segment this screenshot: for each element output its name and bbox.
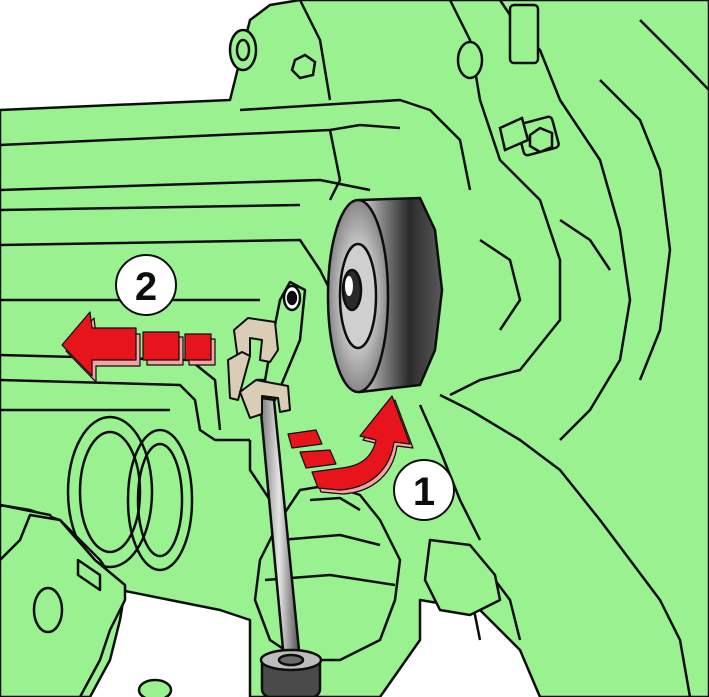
o-rings	[66, 415, 194, 572]
callout-2-label: 2	[135, 265, 157, 309]
roller-wheel	[326, 196, 444, 394]
callout-1: 1	[393, 459, 455, 521]
callout-1-label: 1	[413, 470, 435, 514]
top-bolts	[228, 3, 560, 157]
retaining-clips	[227, 317, 291, 419]
selector-lever	[260, 280, 307, 402]
straight-arrow-icon	[61, 311, 216, 383]
callout-2: 2	[115, 254, 177, 316]
bottom-left-bracket	[0, 513, 127, 697]
shift-rod	[256, 378, 323, 697]
curved-arrow-icon	[287, 395, 414, 495]
